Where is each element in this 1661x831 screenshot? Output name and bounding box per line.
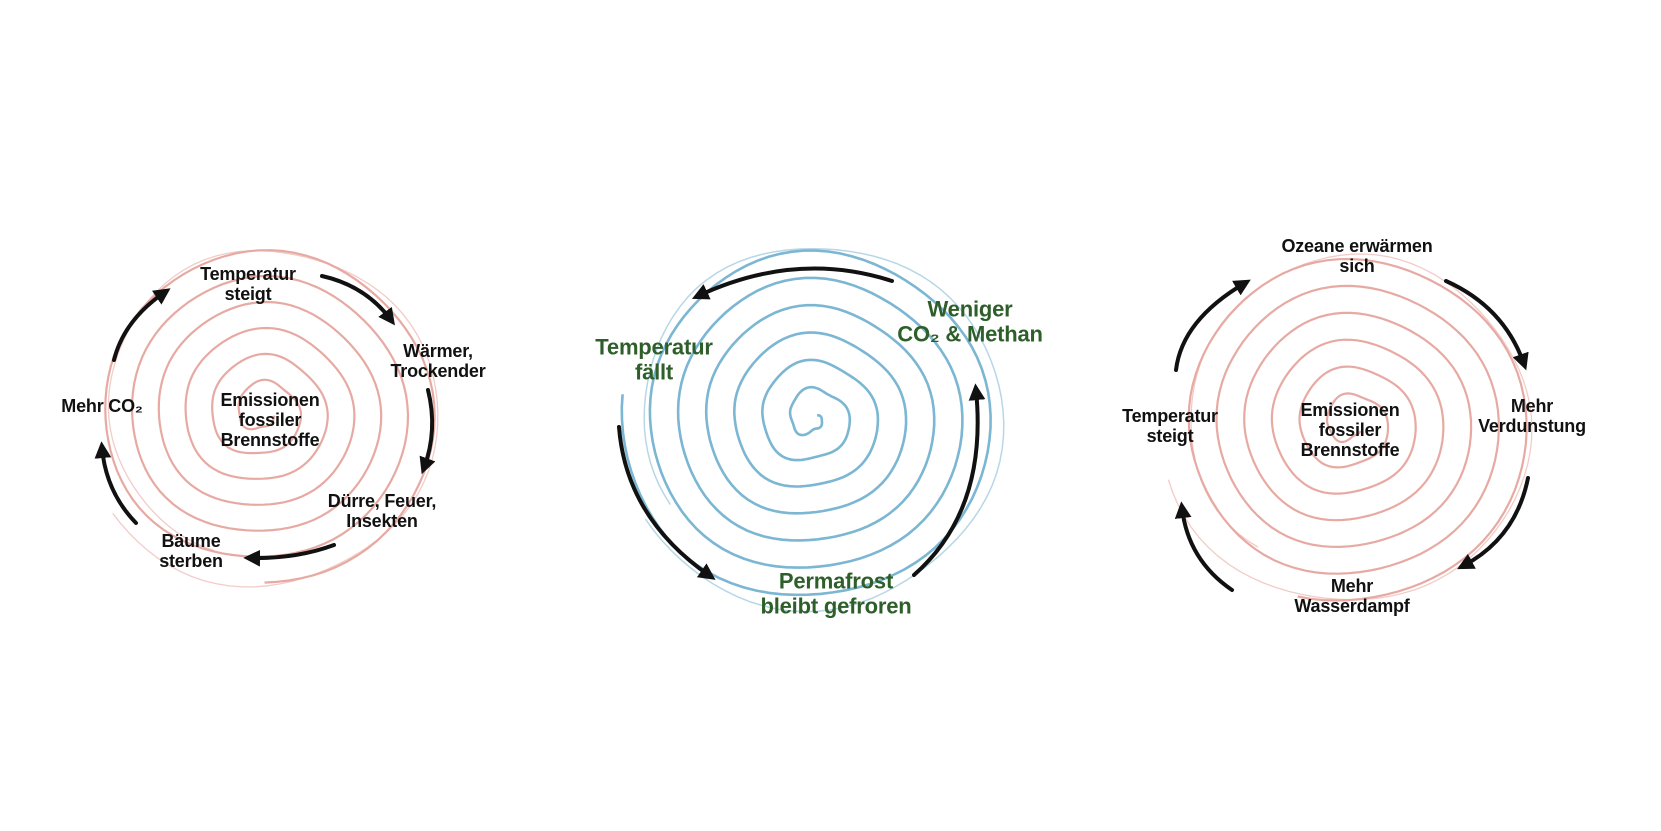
spiral-icon (1167, 253, 1533, 601)
arrow-icon (691, 266, 894, 300)
middle-temperature-label: Temperatur fällt (595, 334, 713, 384)
left-co2-label: Mehr CO₂ (61, 395, 143, 416)
arrow-icon (1457, 476, 1530, 570)
arrow-icon (912, 383, 986, 577)
left-temperature-label: Temperatur steigt (200, 263, 296, 304)
left-drought-label: Dürre, Feuer, Insekten (327, 490, 437, 531)
arrow-icon (1444, 279, 1529, 371)
middle-spiral (620, 247, 1005, 613)
spiral-icon (1187, 257, 1528, 602)
right-evaporation-label: Mehr Verdunstung (1478, 395, 1586, 436)
arrow-icon (320, 274, 395, 326)
left-warmer-label: Wärmer, Trockender (390, 340, 486, 381)
right-vapor-label: Mehr Wasserdampf (1294, 575, 1410, 616)
spiral-icon (620, 249, 992, 597)
spiral-icon (107, 250, 439, 588)
right-center-label: Emissionen fossiler Brennstoffe (1300, 399, 1400, 461)
right-oceans-label: Ozeane erwärmen sich (1281, 235, 1433, 276)
left-trees-label: Bäume sterben (159, 530, 223, 571)
left-spiral (104, 249, 439, 588)
left-center-label: Emissionen fossiler Brennstoffe (220, 389, 320, 451)
right-arrows (1174, 279, 1530, 592)
middle-less-gas-label: Weniger CO₂ & Methan (897, 296, 1043, 346)
arrow-icon (243, 543, 336, 567)
arrow-icon (617, 425, 716, 580)
arrow-icon (419, 388, 436, 475)
middle-permafrost-label: Permafrost bleibt gefroren (760, 568, 912, 618)
arrow-icon (112, 288, 171, 362)
arrow-icon (1174, 279, 1251, 372)
middle-arrows (617, 266, 986, 580)
arrow-icon (1174, 501, 1234, 592)
arrow-icon (94, 441, 138, 525)
spiral-icon (104, 249, 436, 584)
right-temperature-label: Temperatur steigt (1122, 405, 1218, 446)
left-arrows (94, 274, 436, 567)
right-spiral (1167, 253, 1533, 602)
spiral-icon (643, 247, 1005, 613)
